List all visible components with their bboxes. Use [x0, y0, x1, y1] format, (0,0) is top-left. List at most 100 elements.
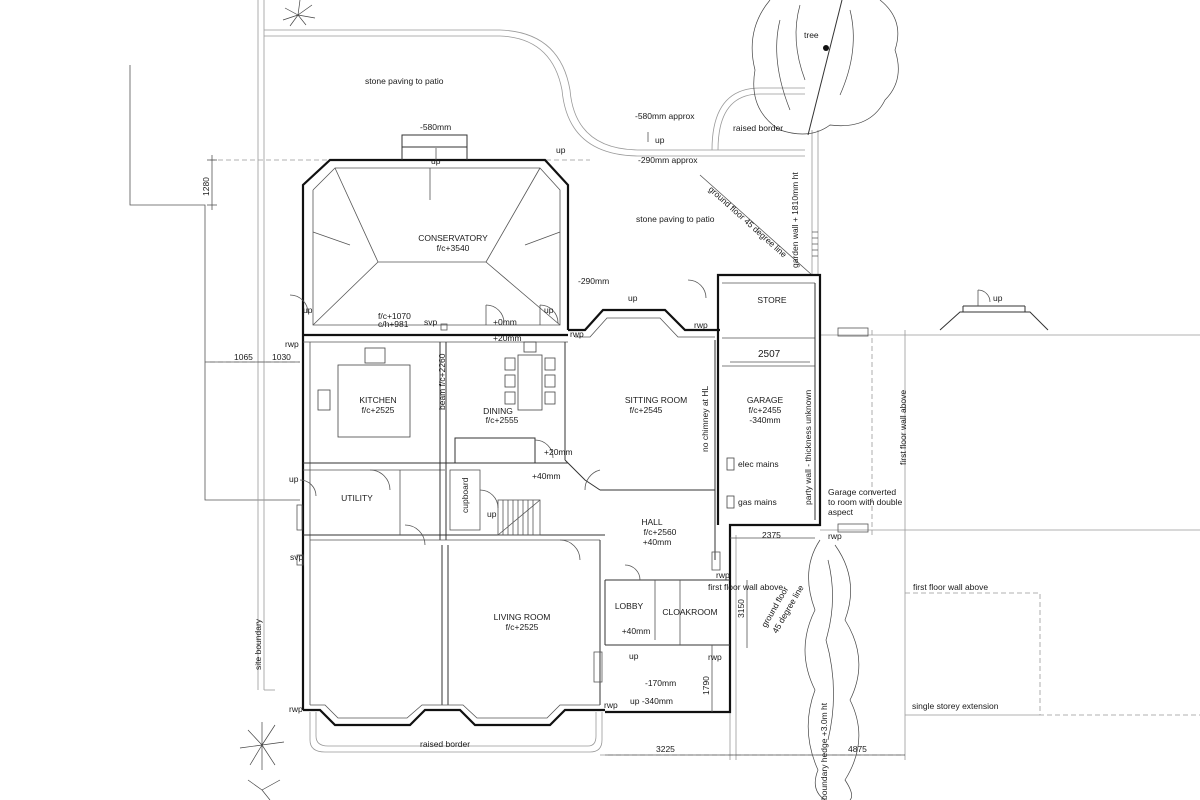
- dimension-4875: 4875: [848, 744, 867, 754]
- gas-meter-box: [726, 495, 735, 509]
- rwp-label-1: rwp: [570, 329, 584, 339]
- gas-mains-label: gas mains: [738, 497, 777, 507]
- rwp-label-7: rwp: [604, 700, 618, 710]
- garage-level: -340mm: [749, 415, 780, 425]
- cloakroom-name: CLOAKROOM: [662, 607, 717, 617]
- single-storey-label: single storey extension: [912, 701, 999, 711]
- rwp-label-5: rwp: [716, 570, 730, 580]
- fc-1070-label: f/c+1070: [378, 311, 411, 321]
- conservatory-ceiling: f/c+3540: [437, 243, 470, 253]
- minus-290-approx-label: -290mm approx: [638, 155, 698, 165]
- first-floor-wall-vertical-label: first floor wall above: [898, 390, 908, 465]
- no-chimney-label: no chimney at HL: [700, 386, 710, 452]
- dimension-text: 1280 1065 1030 2507 2375 3150 1790 3225 …: [201, 177, 867, 754]
- conservatory-name: CONSERVATORY: [418, 233, 488, 243]
- rwp-label-4: rwp: [828, 531, 842, 541]
- dimension-2375: 2375: [762, 530, 781, 540]
- kitchen-hob: [364, 347, 386, 364]
- plus-20-mid-label: +20mm: [544, 447, 573, 457]
- raised-border-bottom-label: raised border: [420, 739, 470, 749]
- kitchen-name: KITCHEN: [359, 395, 396, 405]
- up-label-9: up: [487, 509, 497, 519]
- garage-converted-line-3: aspect: [828, 507, 854, 517]
- beam-label: beam f/c+2260: [437, 353, 447, 410]
- garage-converted-line-1: Garage converted: [828, 487, 896, 497]
- shrub-bottom-left: [239, 722, 285, 800]
- elec-meter-box: [726, 457, 735, 471]
- up-minus-340-label: up -340mm: [630, 696, 673, 706]
- minus-290-label: -290mm: [578, 276, 609, 286]
- plus-20-top-label: +20mm: [493, 333, 522, 343]
- up-label-4: up: [303, 305, 313, 315]
- garage-name: GARAGE: [747, 395, 784, 405]
- rwp-label-8: rwp: [289, 704, 303, 714]
- minus-580-approx-label: -580mm approx: [635, 111, 695, 121]
- tree-canopy: [751, 0, 899, 136]
- dimension-3225: 3225: [656, 744, 675, 754]
- up-label-2: up: [556, 145, 566, 155]
- dining-name: DINING: [483, 406, 513, 416]
- lobby-name: LOBBY: [615, 601, 644, 611]
- up-label-1: up: [431, 156, 441, 166]
- hall-ceiling: f/c+2560: [644, 527, 677, 537]
- dimension-1065: 1065: [234, 352, 253, 362]
- dimension-1030: 1030: [272, 352, 291, 362]
- svp-top-label: svp: [424, 317, 438, 327]
- up-label-10: up: [629, 651, 639, 661]
- garden-wall-label: garden wall + 1810mm ht: [790, 172, 800, 268]
- rwp-label-6: rwp: [708, 652, 722, 662]
- kitchen-island: [337, 364, 411, 438]
- stone-paving-right-label: stone paving to patio: [636, 214, 715, 224]
- door-swing: [485, 304, 505, 324]
- ch-981-label: c/h+981: [378, 319, 409, 329]
- top-step: [401, 134, 468, 148]
- party-wall-label: party wall - thickness unknown: [803, 389, 813, 505]
- kitchen-ceiling: f/c+2525: [362, 405, 395, 415]
- tree-label: tree: [804, 30, 819, 40]
- room-labels: CONSERVATORY f/c+3540 KITCHEN f/c+2525 D…: [341, 233, 787, 636]
- dimension-1280: 1280: [201, 177, 211, 196]
- garage-converted-line-2: to room with double: [828, 497, 902, 507]
- up-label-7: up: [993, 293, 1003, 303]
- rwp-label-2: rwp: [694, 320, 708, 330]
- rwp-label-3: rwp: [285, 339, 299, 349]
- boundary-hedge-label: boundary hedge +3.0m ht: [819, 702, 829, 800]
- up-label-8: up: [289, 474, 299, 484]
- cupboard-label: cupboard: [460, 477, 470, 513]
- dimension-2507: 2507: [758, 349, 781, 360]
- hall-name: HALL: [641, 517, 663, 527]
- tree-trunk-marker: [823, 45, 829, 51]
- hall-level: +40mm: [643, 537, 672, 547]
- lobby-level: +40mm: [622, 626, 651, 636]
- elec-mains-label: elec mains: [738, 459, 779, 469]
- building-outline: [301, 158, 822, 753]
- annotations: tree stone paving to patio stone paving …: [253, 30, 1003, 800]
- minus-170-label: -170mm: [645, 678, 676, 688]
- plus-0-label: +0mm: [493, 317, 517, 327]
- sitting-room-ceiling: f/c+2545: [630, 405, 663, 415]
- site-boundary-label: site boundary: [253, 618, 263, 670]
- dimension-lines: [205, 155, 905, 756]
- minus-580-label: -580mm: [420, 122, 451, 132]
- living-room-ceiling: f/c+2525: [506, 622, 539, 632]
- living-room-name: LIVING ROOM: [494, 612, 551, 622]
- store-name: STORE: [757, 295, 786, 305]
- plus-40-label: +40mm: [532, 471, 561, 481]
- dimension-3150: 3150: [736, 599, 746, 618]
- hedge-bottom-right: [804, 539, 860, 800]
- garage-ceiling: f/c+2455: [749, 405, 782, 415]
- stone-paving-top-label: stone paving to patio: [365, 76, 444, 86]
- svp-left-label: svp: [290, 552, 304, 562]
- kitchen-sink: [317, 389, 331, 411]
- fixtures: [289, 132, 869, 683]
- first-floor-wall-2-label: first floor wall above: [913, 582, 988, 592]
- staircase: [497, 499, 541, 536]
- up-label-6: up: [628, 293, 638, 303]
- dining-ceiling: f/c+2555: [486, 415, 519, 425]
- raised-border-top-label: raised border: [733, 123, 783, 133]
- shrub-top-left: [282, 0, 316, 27]
- up-label-3: up: [655, 135, 665, 145]
- dimension-1790: 1790: [701, 676, 711, 695]
- first-floor-wall-1-label: first floor wall above: [708, 582, 783, 592]
